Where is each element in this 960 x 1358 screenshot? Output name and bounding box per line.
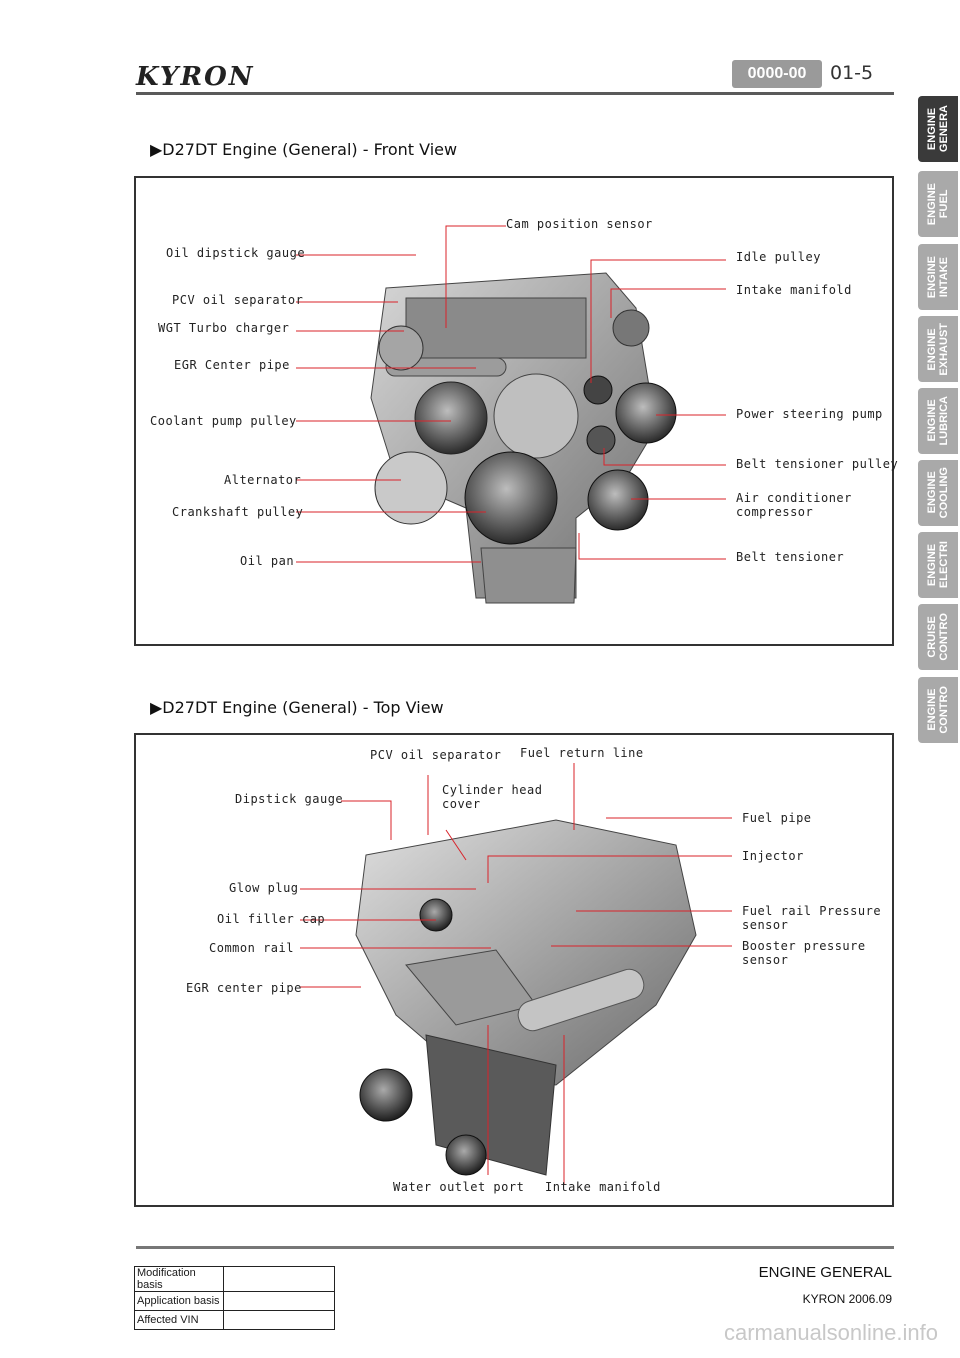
tab-engine-general[interactable]: ENGINE GENERA [918, 96, 958, 162]
top-view-panel: PCV oil separator Fuel return line Cylin… [134, 733, 894, 1207]
modification-basis-value [223, 1266, 335, 1292]
coolant-pump-pulley [414, 381, 488, 455]
fan-clutch [493, 373, 579, 459]
label-crankshaft-pulley: Crankshaft pulley [172, 505, 304, 519]
label-fuel-rail-pressure-sensor: Fuel rail Pressure sensor [742, 904, 882, 932]
label-pcv-oil-separator: PCV oil separator [172, 293, 304, 307]
ac-compressor [587, 469, 649, 531]
belt-tensioner-pulley [586, 425, 616, 455]
top-engine-illustration [300, 763, 732, 1185]
label-power-steering-pump: Power steering pump [736, 407, 883, 421]
label-idle-pulley: Idle pulley [736, 250, 821, 264]
label-cylinder-head-cover: Cylinder head cover [442, 783, 543, 811]
section-code-badge: 0000-00 [732, 60, 822, 88]
tab-label: ENGINE LUBRICA [926, 396, 950, 446]
tab-label: ENGINE FUEL [926, 182, 950, 226]
brand-logo: KYRON [136, 62, 255, 92]
tab-engine-intake[interactable]: ENGINE INTAKE [918, 244, 958, 310]
tab-engine-electrical[interactable]: ENGINE ELECTRI [918, 532, 958, 598]
modification-table: Modification basis Application basis Aff… [134, 1266, 335, 1330]
affected-vin-label: Affected VIN [134, 1310, 224, 1330]
front-view-panel: Cam position sensor Oil dipstick gauge P… [134, 176, 898, 646]
tab-label: CRUISE CONTRO [926, 613, 950, 661]
front-view-title: ▶D27DT Engine (General) - Front View [150, 140, 458, 159]
front-engine-illustration [296, 225, 726, 604]
label-water-outlet-port: Water outlet port [393, 1180, 525, 1194]
crankshaft-pulley [464, 451, 558, 545]
label-air-conditioner-compressor: Air conditioner compressor [736, 491, 852, 519]
application-basis-value [223, 1291, 335, 1311]
label-alternator: Alternator [224, 473, 302, 487]
idle-pulley [583, 375, 613, 405]
tab-cruise-control[interactable]: CRUISE CONTRO [918, 604, 958, 670]
label-oil-pan: Oil pan [240, 554, 295, 568]
page-number: 01-5 [830, 62, 874, 84]
label-coolant-pump-pulley: Coolant pump pulley [150, 414, 297, 428]
leader-lines [300, 763, 732, 1185]
tab-label: ENGINE CONTRO [926, 686, 950, 734]
label-egr-center-pipe: EGR Center pipe [174, 358, 290, 372]
footer-divider [136, 1246, 894, 1249]
label-common-rail: Common rail [209, 941, 294, 955]
label-intake-manifold: Intake manifold [736, 283, 852, 297]
top-view-title: ▶D27DT Engine (General) - Top View [150, 698, 444, 717]
front-pulley [359, 1068, 413, 1122]
label-oil-filler-cap: Oil filler cap [217, 912, 326, 926]
label-booster-pressure-sensor: Booster pressure sensor [742, 939, 866, 967]
application-basis-label: Application basis [134, 1291, 224, 1311]
modification-basis-label: Modification basis [134, 1266, 224, 1292]
label-cam-position-sensor: Cam position sensor [506, 217, 653, 231]
tab-engine-exhaust[interactable]: ENGINE EXHAUST [918, 316, 958, 382]
alternator [374, 451, 448, 525]
label-egr-center-pipe-top: EGR center pipe [186, 981, 302, 995]
footer-section-title: ENGINE GENERAL [758, 1264, 892, 1281]
tab-label: ENGINE INTAKE [926, 255, 950, 299]
header-divider [136, 92, 894, 95]
label-belt-tensioner-pulley: Belt tensioner pulley [736, 457, 899, 471]
tab-engine-lubrication[interactable]: ENGINE LUBRICA [918, 388, 958, 454]
leader-lines [296, 225, 726, 563]
turbocharger [378, 325, 424, 371]
label-oil-dipstick-gauge: Oil dipstick gauge [166, 246, 306, 260]
label-fuel-return-line: Fuel return line [520, 746, 644, 760]
watermark: carmanualsonline.info [723, 1320, 938, 1345]
tab-engine-cooling[interactable]: ENGINE COOLING [918, 460, 958, 526]
tab-label: ENGINE ELECTRI [926, 541, 950, 589]
tab-label: ENGINE COOLING [926, 467, 950, 519]
label-intake-manifold-top: Intake manifold [545, 1180, 661, 1194]
label-injector: Injector [742, 849, 804, 863]
affected-vin-value [223, 1310, 335, 1330]
engine-top-body [355, 819, 697, 1176]
footer-model-date: KYRON 2006.09 [802, 1292, 892, 1306]
label-glow-plug: Glow plug [229, 881, 299, 895]
label-dipstick-gauge: Dipstick gauge [235, 792, 344, 806]
lower-pulley [445, 1134, 487, 1176]
tab-engine-control[interactable]: ENGINE CONTRO [918, 677, 958, 743]
label-belt-tensioner: Belt tensioner [736, 550, 845, 564]
oil-filler-cap [419, 898, 453, 932]
tab-engine-fuel[interactable]: ENGINE FUEL [918, 171, 958, 237]
label-fuel-pipe: Fuel pipe [742, 811, 812, 825]
label-pcv-oil-separator-top: PCV oil separator [370, 748, 502, 762]
intake-manifold [612, 309, 650, 347]
tab-label: ENGINE GENERA [926, 105, 950, 153]
tab-label: ENGINE EXHAUST [926, 322, 950, 376]
label-wgt-turbo-charger: WGT Turbo charger [158, 321, 290, 335]
power-steering-pump [615, 382, 677, 444]
